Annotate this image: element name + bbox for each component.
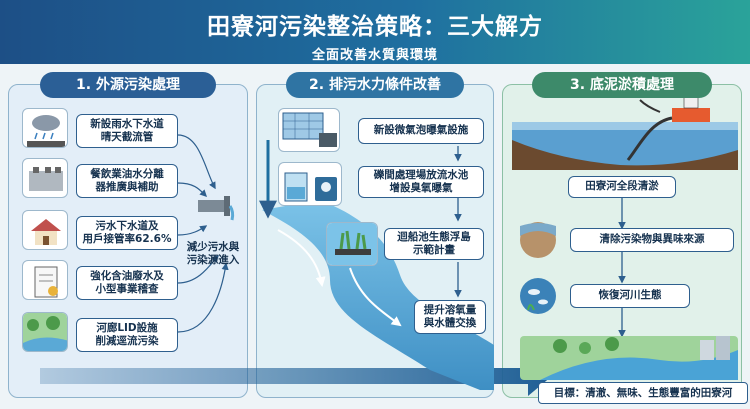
connector-5 xyxy=(177,262,229,333)
pipe-outflow-icon xyxy=(196,190,236,224)
river-shape xyxy=(262,200,494,390)
river-flow-arrow-2 xyxy=(349,267,402,327)
connector-4 xyxy=(177,254,220,284)
measure-inspection: 強化含油廢水及小型事業稽查 xyxy=(76,266,178,300)
page-subtitle: 全面改善水質與環境 xyxy=(311,48,438,63)
header-banner: 田寮河污染整治策略：三大解方 全面改善水質與環境 xyxy=(0,0,750,64)
panel-1-title: 1. 外源污染處理 xyxy=(40,72,216,98)
result-reduce-pollution: 減少污水與污染源進入 xyxy=(186,240,240,266)
ozone-tank-icon xyxy=(278,162,342,206)
measure-full-dredging: 田寮河全段清淤 xyxy=(568,176,676,198)
green-river-icon xyxy=(22,312,68,352)
measure-micro-bubble-aeration: 新設微氣泡曝氣設施 xyxy=(358,118,484,144)
panel-2-title: 2. 排污水力條件改善 xyxy=(286,72,464,98)
page-title: 田寮河污染整治策略：三大解方 xyxy=(207,14,543,40)
fish-icon xyxy=(520,278,556,314)
inspection-clipboard-icon xyxy=(22,260,68,300)
measure-grease-separator: 餐飲業油水分離器推廣與補助 xyxy=(76,164,178,198)
aeration-unit-icon xyxy=(278,108,340,152)
goal-statement: 目標：清澈、無味、生態豐富的田寮河 xyxy=(538,382,748,404)
measure-sewer-connection: 污水下水道及用戶接管率62.6% xyxy=(76,216,178,250)
sediment-icon xyxy=(520,222,556,258)
measure-ozone-aeration: 礫間處理場放流水池增設臭氧曝氣 xyxy=(358,166,484,198)
connector-3 xyxy=(177,225,208,236)
floating-island-icon xyxy=(326,222,378,266)
house-icon xyxy=(22,210,68,250)
grease-trap-icon xyxy=(22,158,68,198)
panel-3-title: 3. 底泥淤積處理 xyxy=(532,72,712,98)
dredger-icon xyxy=(512,95,738,170)
river-flow-arrow-1 xyxy=(277,229,326,287)
result-dissolved-oxygen: 提升溶氧量與水體交換 xyxy=(414,300,486,334)
overall-flow-arrow xyxy=(40,356,552,396)
measure-restore-ecology: 恢復河川生態 xyxy=(570,284,690,308)
measure-remove-pollutants: 清除污染物與異味來源 xyxy=(570,228,734,252)
measure-storm-sewer: 新設雨水下水道晴天截流管 xyxy=(76,114,178,148)
connector-1 xyxy=(177,134,216,190)
restored-river-scene xyxy=(520,336,738,380)
connector-2 xyxy=(177,182,208,198)
rain-cloud-icon xyxy=(22,108,68,148)
measure-floating-island: 迴船池生態浮島示範計畫 xyxy=(384,228,484,260)
measure-lid-facilities: 河廊LID設施削減逕流污染 xyxy=(76,318,178,352)
